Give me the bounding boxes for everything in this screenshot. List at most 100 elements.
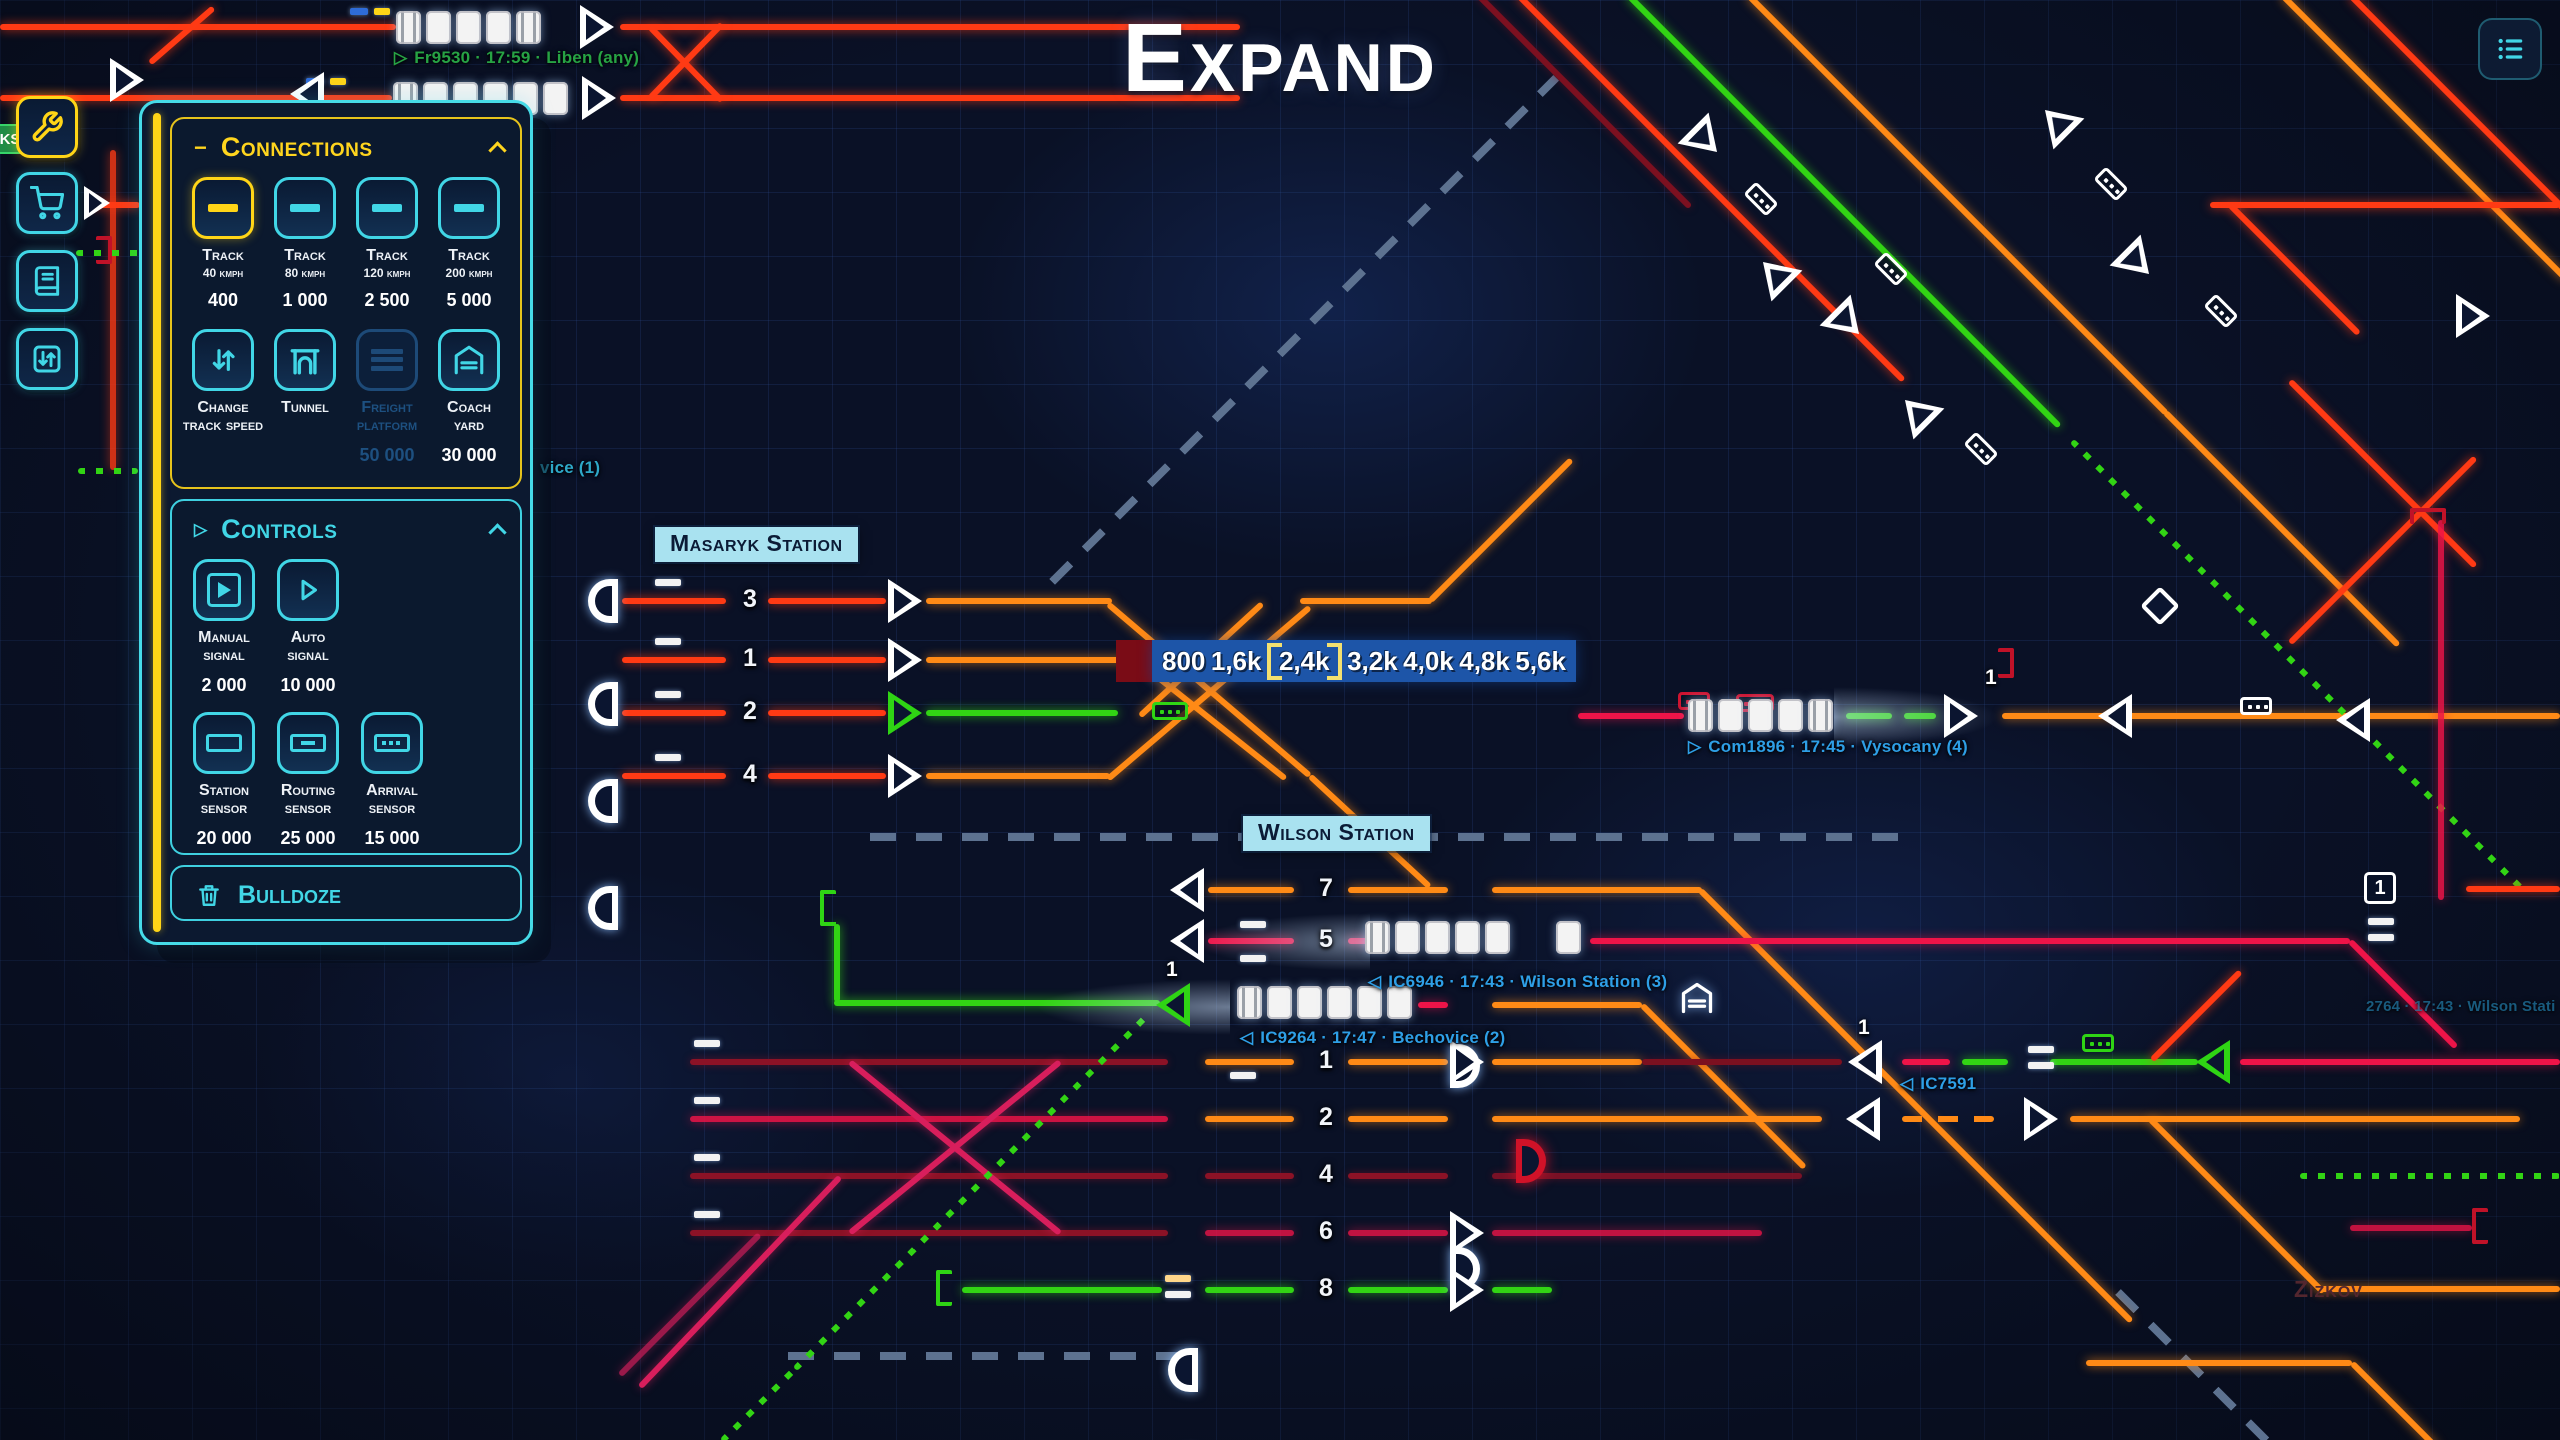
platform-number: 6 [1319, 1217, 1333, 1245]
chevron-up-icon[interactable] [488, 141, 507, 160]
price-option[interactable]: 800 [1162, 645, 1206, 676]
signal-triangle-left[interactable] [1846, 1097, 1880, 1141]
bulldoze-button[interactable]: Bulldoze [172, 867, 520, 923]
sensor[interactable] [1873, 251, 1909, 287]
price-option-selected[interactable]: 2,4k [1266, 642, 1342, 680]
signal-triangle-right[interactable] [2456, 294, 2490, 338]
section-connections-header[interactable]: − Connections [172, 119, 520, 163]
direction-left-icon: ◁ [1900, 1074, 1914, 1093]
signal-triangle-right-green[interactable] [888, 691, 922, 735]
price-option[interactable]: 4,8k [1459, 645, 1510, 676]
train-com1896[interactable] [1688, 699, 1833, 732]
signal-triangle-right[interactable] [888, 754, 922, 798]
signal-d-left[interactable] [1168, 1348, 1198, 1392]
tool-auto-signal[interactable]: Auto signal 10 000 [266, 559, 350, 696]
tool-track-200[interactable]: Track 200 kmph 5 000 [428, 177, 510, 311]
train-label-com1896[interactable]: ▷Com1896 · 17:45 · Vysocany (4) [1688, 737, 1968, 756]
platform-number: 2 [1319, 1103, 1333, 1131]
tool-freight-platform[interactable]: Freight platform 50 000 [346, 328, 428, 466]
sensor[interactable] [2203, 293, 2239, 329]
sensor[interactable] [1743, 181, 1779, 217]
price-option[interactable]: 1,6k [1210, 645, 1262, 676]
signal-d-left[interactable] [588, 886, 618, 930]
sensor-green[interactable] [2082, 1034, 2114, 1052]
signal-diamond[interactable] [2140, 586, 2180, 626]
tool-arrival-sensor[interactable]: Arrival sensor 15 000 [350, 711, 434, 849]
route-bracket-green [936, 1270, 952, 1306]
tool-track-80[interactable]: Track 80 kmph 1 000 [264, 177, 346, 311]
sensor[interactable] [1963, 431, 1999, 467]
signal-triangle-left-green[interactable] [1156, 983, 1190, 1027]
sidebar-build-tools-button[interactable] [16, 96, 78, 158]
train-ic6946-tail[interactable] [1556, 921, 1581, 954]
sensor-green[interactable] [1152, 702, 1188, 720]
page-title: Expand [1122, 3, 1438, 112]
signal-triangle-left-green[interactable] [2196, 1040, 2230, 1084]
signal-triangle-right[interactable] [888, 638, 922, 682]
signal-triangle[interactable] [2109, 234, 2164, 289]
track-segment [690, 1116, 1168, 1122]
platform-marker [694, 1211, 720, 1218]
chevron-up-icon[interactable] [488, 523, 507, 542]
signal-triangle-right[interactable] [888, 579, 922, 623]
platform-marker [694, 1040, 720, 1047]
sidebar-shop-button[interactable] [16, 172, 78, 234]
signal-number-box[interactable]: 1 [2364, 872, 2396, 904]
track-segment [1642, 1059, 1842, 1065]
signal-triangle-right[interactable] [1944, 694, 1978, 738]
price-option[interactable]: 5,6k [1515, 645, 1566, 676]
coach-yard-icon[interactable] [1678, 980, 1716, 1016]
route-bracket [1998, 648, 2014, 678]
price-option[interactable]: 4,0k [1403, 645, 1454, 676]
signal-triangle-left[interactable] [1170, 868, 1204, 912]
train-label-ic9264[interactable]: ◁IC9264 · 17:47 · Bechovice (2) [1240, 1028, 1506, 1047]
manual-signal-icon [207, 573, 241, 607]
tool-track-120[interactable]: Track 120 kmph 2 500 [346, 177, 428, 311]
tool-change-track-speed[interactable]: Change track speed [182, 328, 264, 466]
platform-number: 7 [1319, 874, 1333, 902]
track-segment [1697, 887, 2134, 1324]
signal-triangle[interactable] [1889, 384, 1944, 439]
signal-triangle-left[interactable] [2098, 694, 2132, 738]
signal-d-left[interactable] [588, 779, 618, 823]
track-segment [1492, 887, 1702, 893]
track-segment [1492, 1059, 1642, 1065]
tool-station-sensor[interactable]: Station sensor 20 000 [182, 711, 266, 849]
sidebar-upgrades-button[interactable] [16, 328, 78, 390]
train-ic6946[interactable] [1365, 921, 1510, 954]
train-label-ic7591[interactable]: ◁IC7591 [1900, 1074, 1977, 1093]
track-segment [1348, 887, 1448, 893]
train-label-partial[interactable]: 2764 · 17:43 · Wilson Stati [2366, 998, 2556, 1015]
signal-triangle-right[interactable] [2024, 1097, 2058, 1141]
track-segment [1205, 1059, 1294, 1065]
tool-tunnel[interactable]: Tunnel [264, 328, 346, 466]
signal-d-left[interactable] [588, 682, 618, 726]
border-dashed-line [788, 1352, 1180, 1360]
sensor[interactable] [2093, 166, 2129, 202]
tool-routing-sensor[interactable]: Routing sensor 25 000 [266, 711, 350, 849]
track-segment [2086, 1360, 2352, 1366]
train-label-partial[interactable]: vice (1) [540, 458, 601, 477]
border-dashed-line [1049, 75, 1559, 585]
signal-d-left[interactable] [588, 579, 618, 623]
track-segment [2147, 1116, 2326, 1295]
sensor[interactable] [2240, 697, 2272, 715]
track-segment [617, 1232, 762, 1378]
signal-triangle-right[interactable] [84, 186, 110, 220]
sidebar-contracts-button[interactable] [16, 250, 78, 312]
train-label-ic6946[interactable]: ◁IC6946 · 17:43 · Wilson Station (3) [1368, 972, 1668, 991]
tool-track-40[interactable]: Track 40 kmph 400 [182, 177, 264, 311]
platform-marker [1165, 1291, 1191, 1298]
platform-marker [1240, 921, 1266, 928]
signal-number: 1 [1858, 1016, 1870, 1039]
direction-left-icon: ◁ [1368, 972, 1382, 991]
signal-triangle-left[interactable] [1170, 919, 1204, 963]
platform-marker [1165, 1275, 1191, 1282]
tool-manual-signal[interactable]: Manual signal 2 000 [182, 559, 266, 696]
signal-triangle-left[interactable] [2336, 698, 2370, 742]
train-list-button[interactable] [2478, 18, 2542, 80]
track-route-green [2050, 1059, 2198, 1065]
tool-coach-yard[interactable]: Coach yard 30 000 [428, 328, 510, 466]
section-controls-header[interactable]: ▷ Controls [172, 501, 520, 545]
price-option[interactable]: 3,2k [1347, 645, 1398, 676]
